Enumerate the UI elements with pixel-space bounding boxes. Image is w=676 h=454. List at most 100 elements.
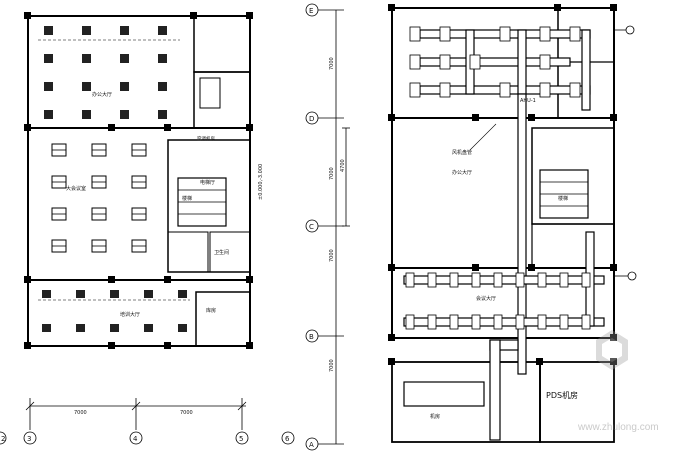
column — [190, 12, 197, 19]
duct-diffuser — [405, 272, 415, 288]
column — [388, 264, 395, 271]
right-leader-label: 风机盘管 — [452, 149, 472, 156]
axis-label-3: 3 — [27, 435, 31, 443]
diffuser — [82, 82, 91, 91]
duct-diffuser — [427, 314, 437, 330]
right-plan — [391, 7, 615, 443]
column — [108, 342, 115, 349]
column — [610, 4, 617, 11]
right-ahu-label: AHU-1 — [520, 98, 536, 104]
left-annex-2 — [193, 71, 251, 129]
diffuser — [178, 324, 187, 332]
diffuser — [158, 54, 167, 63]
diffuser — [82, 110, 91, 119]
diffuser — [42, 324, 51, 332]
axis-label-D: D — [309, 115, 314, 123]
duct-diffuser — [427, 272, 437, 288]
duct-diffuser — [537, 272, 547, 288]
right-machine-label: 机房 — [430, 413, 440, 420]
column — [472, 264, 479, 271]
duct-diffuser — [409, 26, 421, 42]
column — [164, 276, 171, 283]
column — [108, 276, 115, 283]
duct-diffuser — [569, 26, 581, 42]
diffuser — [44, 110, 53, 119]
left-plan — [27, 15, 251, 347]
column — [164, 342, 171, 349]
column — [164, 124, 171, 131]
duct-diffuser — [581, 272, 591, 288]
left-dim-2: 7000 — [180, 410, 193, 416]
duct-diffuser — [539, 26, 551, 42]
right-dim-4: 7000 — [329, 359, 335, 372]
column — [246, 12, 253, 19]
diffuser — [76, 324, 85, 332]
diffuser — [158, 26, 167, 35]
column — [528, 114, 535, 121]
left-annex-1 — [193, 15, 251, 73]
left-axis-bubbles — [0, 431, 249, 445]
left-store-label: 库房 — [206, 307, 216, 314]
left-diffusers — [42, 26, 187, 332]
column — [246, 124, 253, 131]
duct-diffuser — [405, 314, 415, 330]
duct-diffuser — [559, 272, 569, 288]
axis-label-A: A — [309, 441, 314, 449]
right-pds-label: PDS机房 — [546, 390, 578, 400]
column — [246, 276, 253, 283]
diffuser — [82, 26, 91, 35]
duct-diffuser — [493, 272, 503, 288]
duct-diffuser — [439, 54, 451, 70]
duct-diffuser — [499, 26, 511, 42]
diffuser — [76, 290, 85, 298]
left-toilet — [209, 231, 251, 273]
left-stair-label: 楼梯 — [182, 195, 192, 202]
right-stair-label: 楼梯 — [558, 195, 568, 202]
column — [246, 342, 253, 349]
column — [610, 264, 617, 271]
left-vertical-note: ±0.000,-3.000 — [258, 164, 264, 200]
duct-diffuser — [449, 314, 459, 330]
column — [388, 334, 395, 341]
column — [24, 276, 31, 283]
duct-diffuser — [493, 314, 503, 330]
diffuser — [120, 82, 129, 91]
duct-diffuser — [409, 54, 421, 70]
axis-label-5: 5 — [239, 435, 243, 443]
duct-diffuser — [471, 314, 481, 330]
diffuser — [144, 324, 153, 332]
left-columns — [24, 12, 253, 349]
left-core — [167, 139, 251, 273]
left-elev-label: 电梯厅 — [200, 179, 215, 186]
column — [24, 124, 31, 131]
column — [536, 358, 543, 365]
column — [388, 114, 395, 121]
diffuser — [178, 290, 187, 298]
duct-diffuser — [471, 272, 481, 288]
axis-label-2: 2 — [1, 435, 5, 443]
duct-diffuser — [515, 272, 525, 288]
axis-label-E: E — [309, 7, 313, 15]
duct-diffuser — [569, 82, 581, 98]
column — [24, 12, 31, 19]
axis-bubble-5 — [235, 431, 249, 445]
axis-label-6: 6 — [285, 435, 290, 443]
diffuser — [82, 54, 91, 63]
left-dim-1: 7000 — [74, 410, 87, 416]
duct-diffuser — [581, 314, 591, 330]
left-store — [195, 291, 251, 347]
diffuser — [144, 290, 153, 298]
diffuser — [44, 26, 53, 35]
duct-fittings — [405, 26, 591, 330]
right-dim-3: 7000 — [329, 249, 335, 262]
right-bottom-hall-label: 会议大厅 — [476, 295, 496, 302]
watermark-site: www.zhulong.com — [577, 422, 659, 433]
left-bottom-hall-label: 培训大厅 — [120, 311, 140, 318]
left-mid-hall-label: 大会议室 — [66, 185, 86, 192]
right-dim-2: 7000 — [329, 167, 335, 180]
column — [554, 4, 561, 11]
axis-bubble-2 — [0, 431, 7, 445]
watermark: www.zhulong.com — [577, 330, 659, 433]
duct-diffuser — [449, 272, 459, 288]
